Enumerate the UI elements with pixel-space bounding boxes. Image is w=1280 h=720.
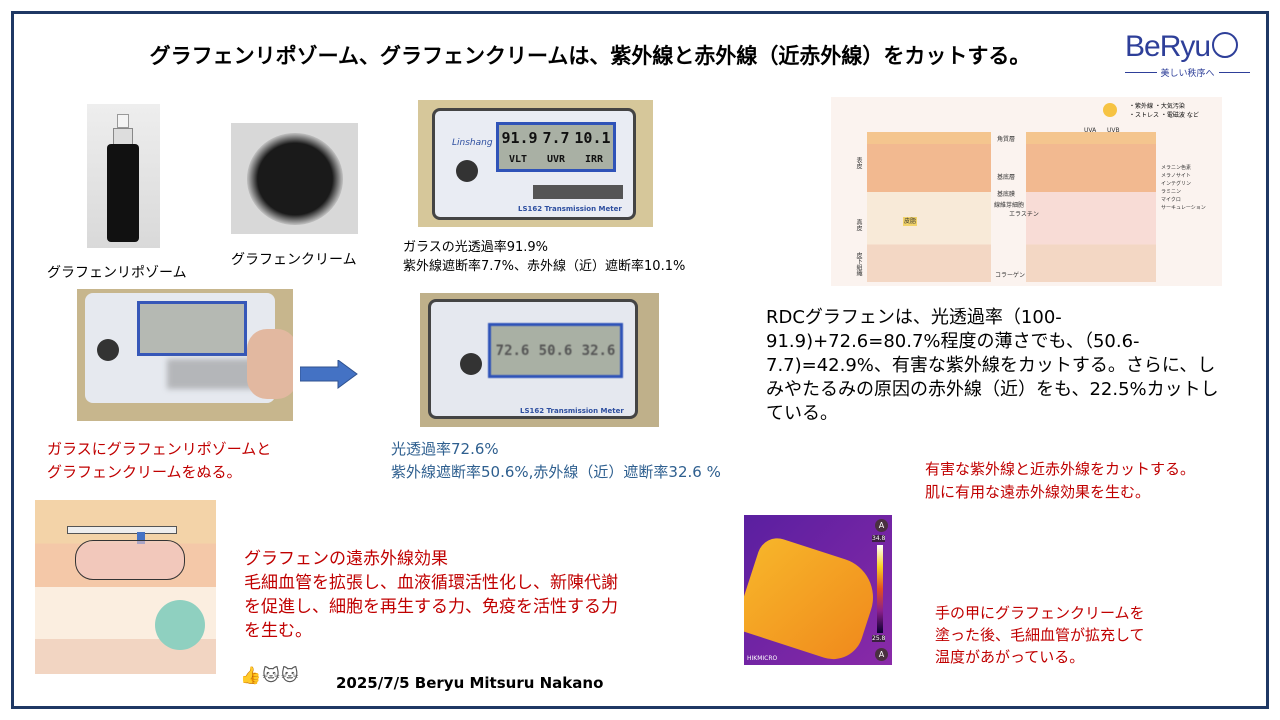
fibroblast-label: 線維芽細胞 [994, 202, 1025, 209]
maneki-neko-icon: 🐱 [262, 666, 281, 686]
footer-icons: 👍🐱🐱 [240, 666, 300, 686]
logo-ring-icon [1212, 32, 1239, 58]
thumbs-up-icon: 👍 [240, 666, 263, 686]
vlt-value: 91.9 [501, 128, 538, 147]
stratum-corneum-label: 角質層 [997, 136, 1016, 143]
collagen-label: コラーゲン [995, 272, 1026, 279]
elastin-label: エラスチン [1009, 211, 1039, 218]
basal-layer-label: 基底層 [997, 174, 1016, 181]
thermal-image: 34.8 25.8 A A HIKMICRO [744, 515, 892, 665]
epidermis-label: 表皮 [855, 157, 862, 169]
beryu-logo: BeRyu 美しい秩序へ [1125, 30, 1251, 79]
glass-caption: ガラスにグラフェンリポゾームとグラフェンクリームをぬる。 [47, 440, 272, 481]
glass-application-photo [77, 289, 293, 421]
uvb-label: UVB [1107, 127, 1120, 134]
summary-text: RDCグラフェンは、光透過率（100-91.9)+72.6=80.7%程度の薄さ… [766, 307, 1219, 424]
sebum-label: 皮脂 [903, 217, 918, 226]
far-ir-effect-text: グラフェンの遠赤外線効果毛細血管を拡張し、血液循環活性化し、新陳代謝を促進し、細… [244, 549, 618, 641]
effect-note: 有害な紫外線と近赤外線をカットする。肌に有用な遠赤外線効果を生む。 [925, 460, 1196, 501]
maneki-neko-icon: 🐱 [280, 666, 300, 686]
subcutaneous-label: 皮下組織 [855, 252, 862, 276]
slide-title: グラフェンリポゾーム、グラフェンクリームは、紫外線と赤外線（近赤外線）をカットす… [149, 44, 1031, 68]
liposome-label: グラフェンリポゾーム [47, 265, 187, 281]
dermis-label: 真皮 [855, 219, 862, 231]
slide-frame [11, 11, 1269, 709]
basement-membrane-label: 基底膜 [997, 191, 1016, 198]
skin-uv-diagram: ・紫外線 ・大気汚染・ストレス ・電磁波 など UVA UVB 角質層 基底層 … [831, 97, 1222, 286]
irr-value: 10.1 [574, 128, 611, 147]
meter-before-caption: ガラスの光透過率91.9%紫外線遮断率7.7%、赤外線（近）遮断率10.1% [403, 240, 686, 274]
thermal-caption: 手の甲にグラフェンクリームを塗った後、毛細血管が拡充して温度があがっている。 [935, 604, 1145, 666]
cream-photo [231, 123, 358, 234]
meter-after-caption: 光透過率72.6%紫外線遮断率50.6%,赤外線（近）遮断率32.6 % [391, 440, 721, 481]
liposome-spray-photo [87, 104, 160, 248]
cream-label: グラフェンクリーム [231, 252, 357, 268]
skin-far-ir-diagram [35, 500, 216, 674]
uva-label: UVA [1084, 127, 1097, 134]
uvr-value: 7.7 [542, 128, 570, 147]
footer-credit: 2025/7/5 Beryu Mitsuru Nakano [336, 674, 604, 692]
